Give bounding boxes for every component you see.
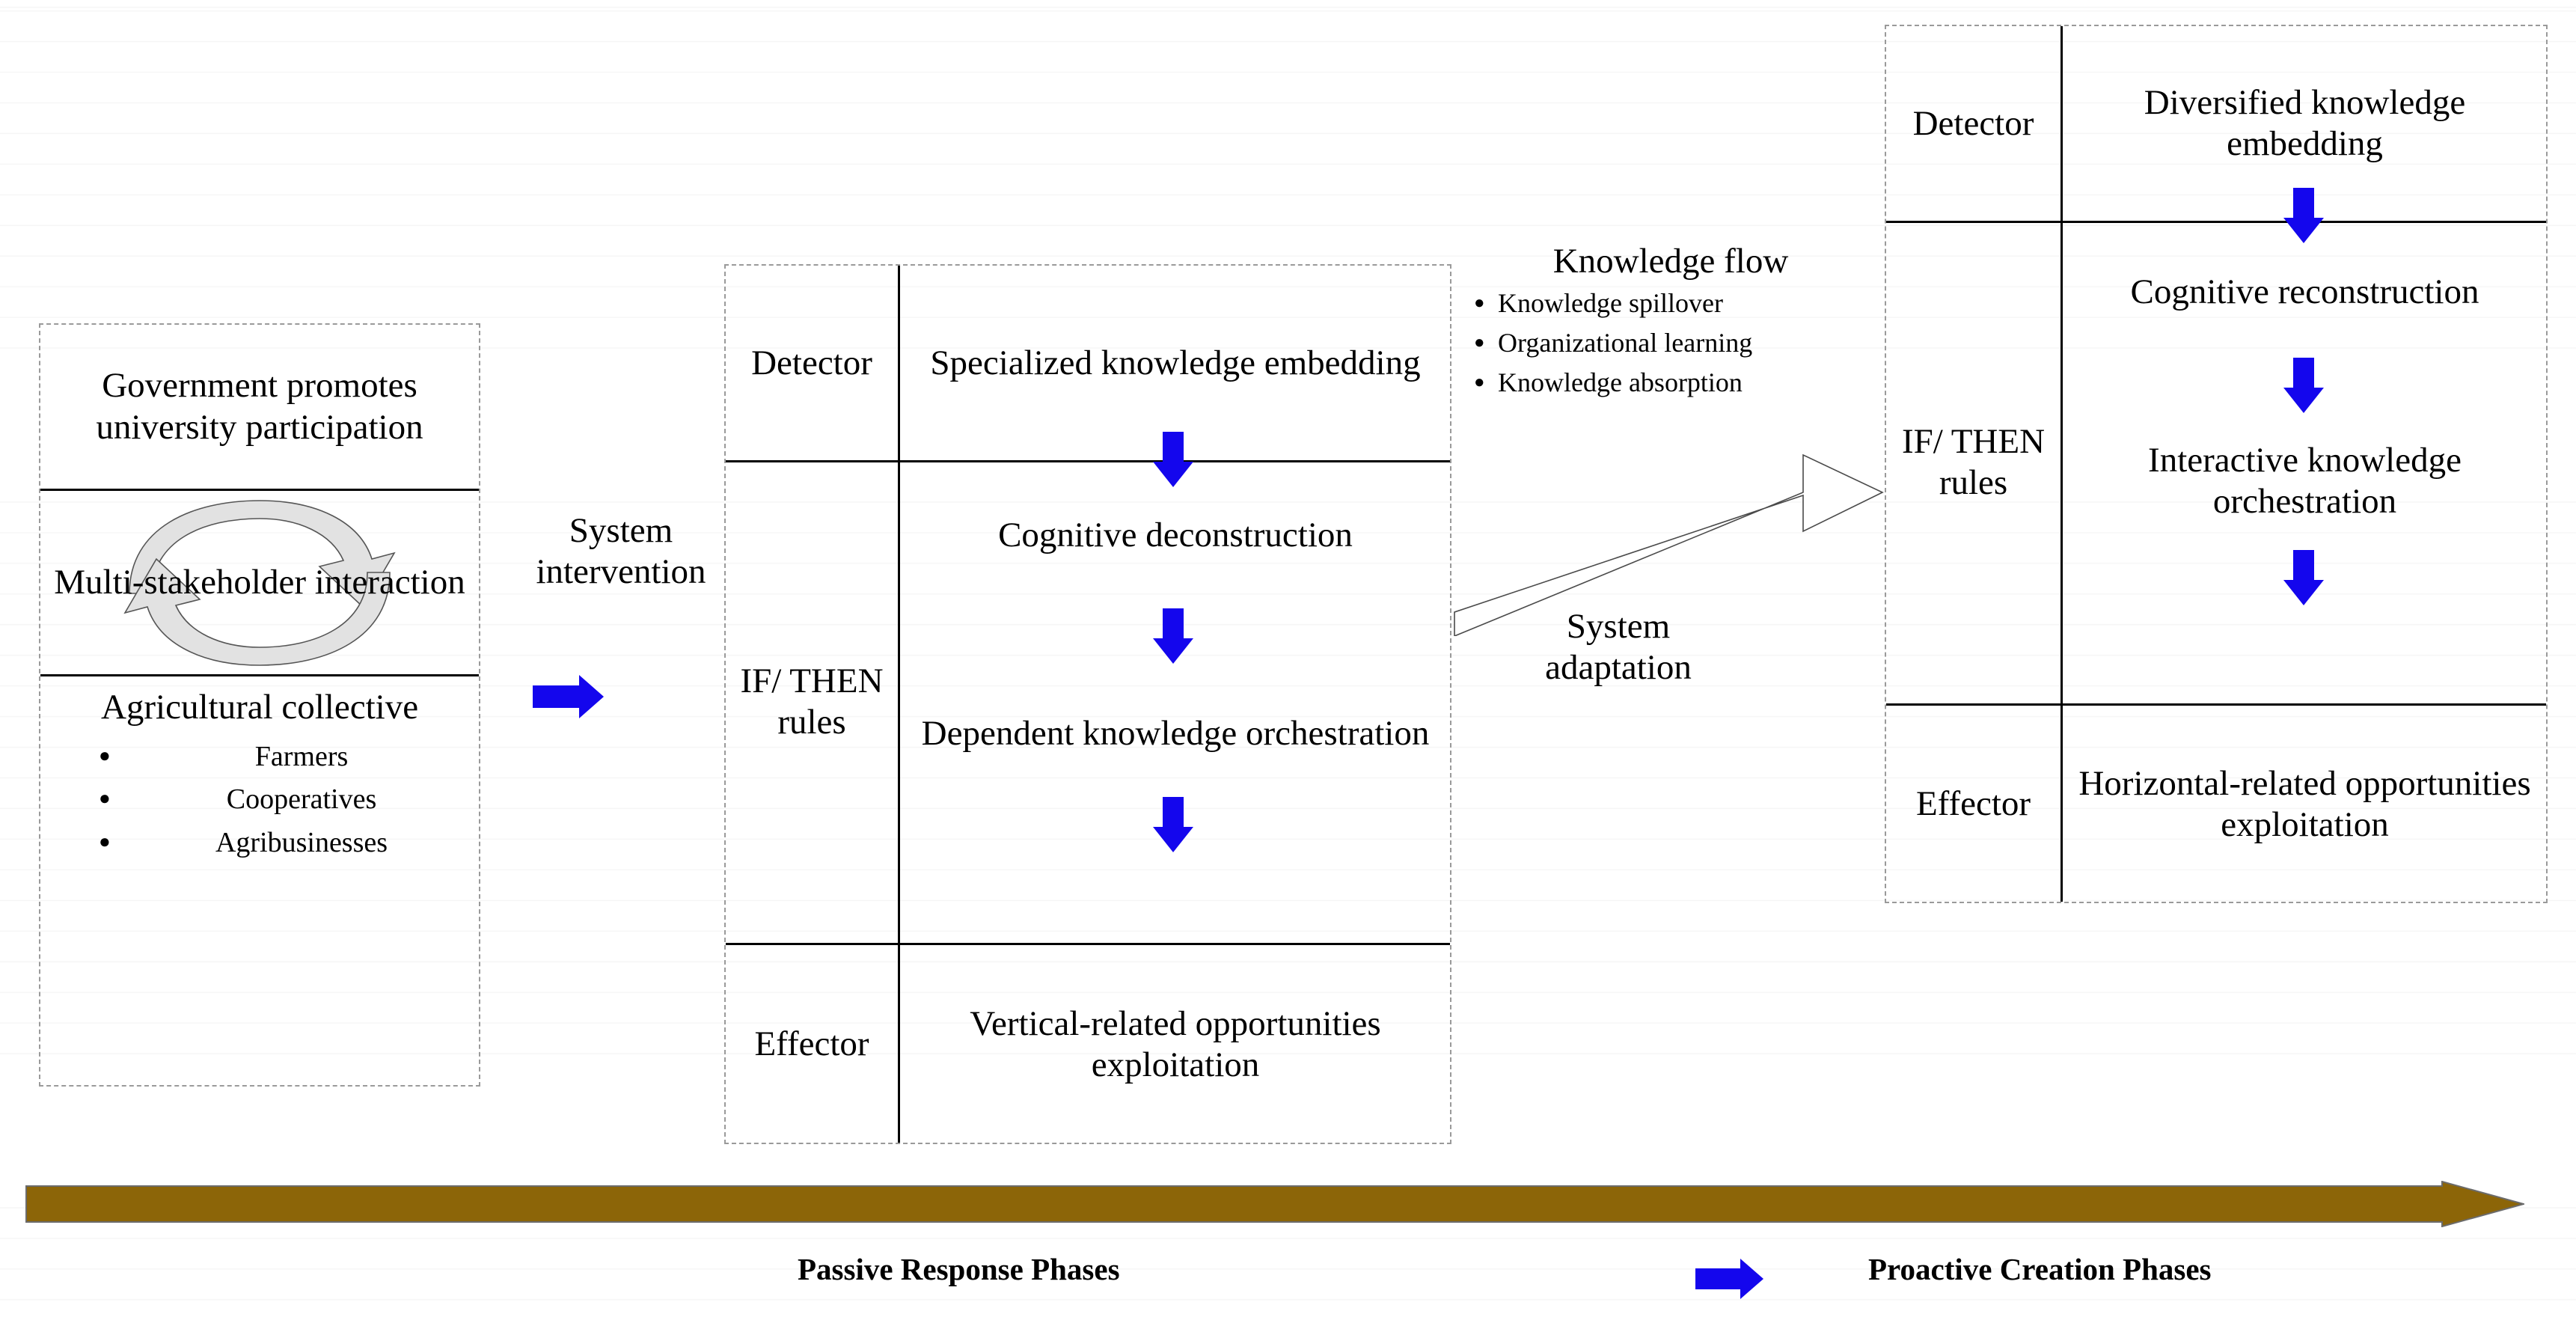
- row-label-detector: Detector: [751, 343, 872, 382]
- list-item: Agribusinesses: [99, 820, 479, 865]
- blue-down-arrow-icon: [1152, 608, 1194, 665]
- agricultural-collective-cell: Agricultural collective Farmers Cooperat…: [40, 676, 479, 1088]
- agricultural-collective-list: Farmers Cooperatives Agribusinesses: [40, 734, 479, 865]
- cell-dependent-knowledge-orchestration: Dependent knowledge orchestration: [898, 688, 1453, 778]
- row-label-detector: Detector: [1912, 103, 2034, 143]
- multi-stakeholder-cell: Multi-stakeholder interaction: [40, 491, 479, 676]
- row-divider: [726, 943, 1450, 945]
- cell-vertical-related-opportunities-exploitation: Vertical-related opportunities exploitat…: [898, 943, 1453, 1146]
- blue-down-arrow-icon: [1152, 432, 1194, 489]
- row-label-effector: Effector: [1915, 784, 2031, 824]
- government-cell: Government promotes university participa…: [40, 325, 479, 491]
- column-divider: [2061, 26, 2063, 902]
- cell-cognitive-deconstruction: Cognitive deconstruction: [898, 490, 1453, 580]
- right-cas-panel: Detector Diversified knowledge embedding…: [1885, 25, 2548, 903]
- middle-cas-panel: Detector Specialized knowledge embedding…: [724, 264, 1451, 1144]
- cell-text: Dependent knowledge orchestration: [921, 713, 1430, 753]
- system-intervention-label: System intervention: [536, 511, 706, 591]
- list-item: Knowledge absorption: [1472, 362, 1869, 403]
- government-text: Government promotes university participa…: [96, 366, 423, 447]
- row-divider: [1886, 703, 2546, 706]
- blue-right-arrow-icon: [533, 673, 615, 720]
- blue-down-arrow-icon: [2283, 188, 2325, 245]
- system-adaptation-arrow-icon: [1454, 453, 1884, 636]
- cell-horizontal-related-opportunities-exploitation: Horizontal-related opportunities exploit…: [2061, 703, 2549, 905]
- list-item: Cooperatives: [99, 777, 479, 822]
- row-divider: [726, 460, 1450, 462]
- left-context-panel: Government promotes university participa…: [39, 323, 480, 1087]
- proactive-creation-phases-label: Proactive Creation Phases: [1868, 1252, 2212, 1286]
- cell-specialized-knowledge-embedding: Specialized knowledge embedding: [898, 266, 1453, 460]
- blue-down-arrow-icon: [2283, 358, 2325, 415]
- cell-text: Interactive knowledge orchestration: [2148, 441, 2462, 521]
- cell-diversified-knowledge-embedding: Diversified knowledge embedding: [2061, 26, 2549, 221]
- row-label-if-then-rules: IF/ THEN rules: [726, 460, 898, 943]
- passive-response-phases-label: Passive Response Phases: [798, 1252, 1120, 1286]
- phase-legend-row: Passive Response Phases Proactive Creati…: [0, 1251, 2576, 1319]
- knowledge-flow-list: Knowledge spillover Organizational learn…: [1465, 283, 1869, 403]
- knowledge-flow-block: Knowledge flow Knowledge spillover Organ…: [1465, 241, 1869, 403]
- cell-cognitive-reconstruction: Cognitive reconstruction: [2061, 247, 2549, 337]
- cell-interactive-knowledge-orchestration: Interactive knowledge orchestration: [2061, 436, 2549, 526]
- list-item: Organizational learning: [1472, 323, 1869, 363]
- blue-right-arrow-icon: [1695, 1257, 1770, 1301]
- row-label-if-then-rules: IF/ THEN rules: [1886, 221, 2061, 703]
- blue-down-arrow-icon: [2283, 550, 2325, 607]
- cell-text: Cognitive deconstruction: [998, 515, 1353, 554]
- cell-text: Diversified knowledge embedding: [2144, 83, 2466, 163]
- brown-right-arrow-icon: [25, 1181, 2524, 1227]
- agricultural-collective-heading: Agricultural collective: [100, 688, 419, 727]
- list-item: Farmers: [99, 734, 479, 779]
- list-item: Knowledge spillover: [1472, 283, 1869, 323]
- row-label-effector: Effector: [754, 1024, 869, 1064]
- row-label-text: IF/ THEN rules: [1901, 421, 2046, 502]
- row-divider: [1886, 221, 2546, 223]
- cell-text: Vertical-related opportunities exploitat…: [970, 1003, 1381, 1084]
- row-label-text: IF/ THEN rules: [740, 661, 884, 742]
- blue-down-arrow-icon: [1152, 797, 1194, 854]
- cell-text: Horizontal-related opportunities exploit…: [2078, 763, 2531, 844]
- cell-text: Cognitive reconstruction: [2130, 272, 2479, 311]
- column-divider: [898, 266, 900, 1143]
- system-adaptation-label: System adaptation: [1545, 607, 1692, 687]
- right-cas-grid: Detector Diversified knowledge embedding…: [1886, 26, 2546, 902]
- multi-stakeholder-label: Multi-stakeholder interaction: [54, 562, 465, 602]
- knowledge-flow-title: Knowledge flow: [1552, 242, 1789, 281]
- circular-cycle-arrow-icon: [123, 499, 396, 666]
- middle-cas-grid: Detector Specialized knowledge embedding…: [726, 266, 1450, 1143]
- cell-text: Specialized knowledge embedding: [930, 343, 1421, 382]
